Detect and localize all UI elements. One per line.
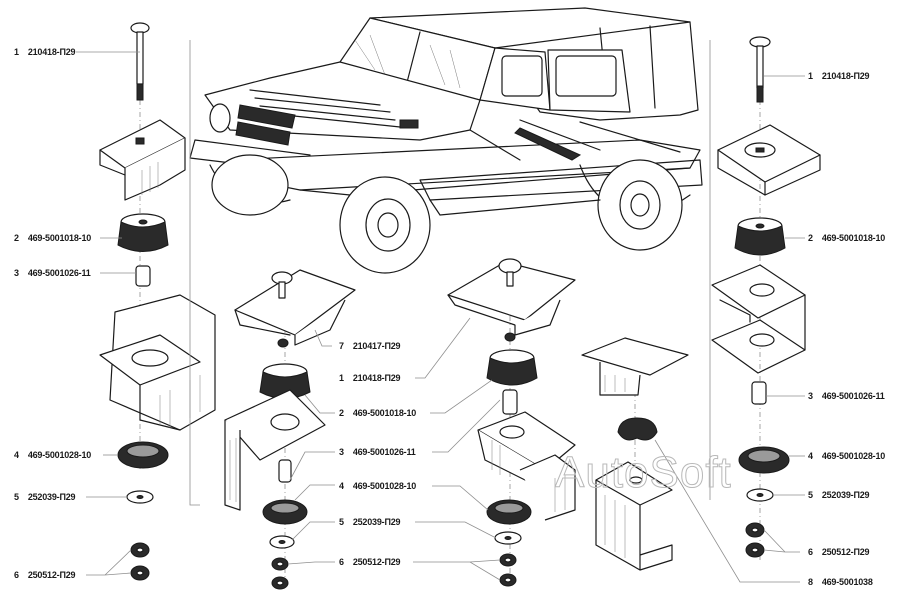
part-number: 210418-П29	[352, 373, 401, 383]
center-mount-stack	[413, 258, 576, 587]
part-number: 469-5001018-10	[27, 233, 92, 243]
bolt-head	[498, 258, 522, 274]
rear-wheel	[597, 159, 683, 251]
lower-bracket	[595, 461, 673, 506]
vehicle-illustration	[189, 7, 703, 274]
upper-bracket	[234, 269, 356, 336]
part-number: 210418-П29	[821, 71, 870, 81]
part-number: 252039-П29	[821, 490, 870, 500]
part-number: 252039-П29	[27, 492, 76, 502]
part-number: 469-5001026-11	[352, 447, 416, 457]
grille-lower	[235, 121, 291, 146]
part-number: 469-5001028-10	[821, 451, 886, 461]
part-number: 469-5001018-10	[352, 408, 417, 418]
part-number: 250512-П29	[352, 557, 401, 567]
frame-crossmember	[514, 127, 582, 161]
front-wheel	[211, 154, 289, 216]
part-number: 250512-П29	[27, 570, 76, 580]
spacer-sleeve	[278, 459, 292, 483]
part-number: 250512-П29	[821, 547, 870, 557]
cushion-8	[617, 417, 658, 441]
part-number: 469-5001028-10	[352, 481, 417, 491]
right-mount-stack	[709, 36, 821, 560]
part-number: 469-5001026-11	[27, 268, 91, 278]
part-number: 210418-П29	[27, 47, 76, 57]
part-number: 469-5001018-10	[821, 233, 886, 243]
grille-upper	[237, 104, 296, 129]
center-left-mount-stack	[224, 269, 356, 590]
spacer-sleeve	[751, 381, 767, 405]
part-number: 469-5001038	[821, 577, 873, 587]
part-number: 469-5001026-11	[821, 391, 885, 401]
headlight	[209, 103, 231, 133]
middle-wheel	[339, 176, 431, 274]
watermark: AutoSoft	[555, 448, 732, 498]
spacer-sleeve	[135, 265, 151, 287]
part-number: 210417-П29	[352, 341, 401, 351]
part-number: 252039-П29	[352, 517, 401, 527]
spacer-sleeve	[502, 389, 518, 415]
upper-bracket	[581, 337, 689, 376]
upper-bracket	[447, 261, 576, 321]
left-mount-stack	[76, 22, 216, 581]
cushion-8-stack	[581, 337, 800, 583]
part-number: 469-5001028-10	[27, 450, 92, 460]
body-mount-bracket	[477, 411, 576, 471]
